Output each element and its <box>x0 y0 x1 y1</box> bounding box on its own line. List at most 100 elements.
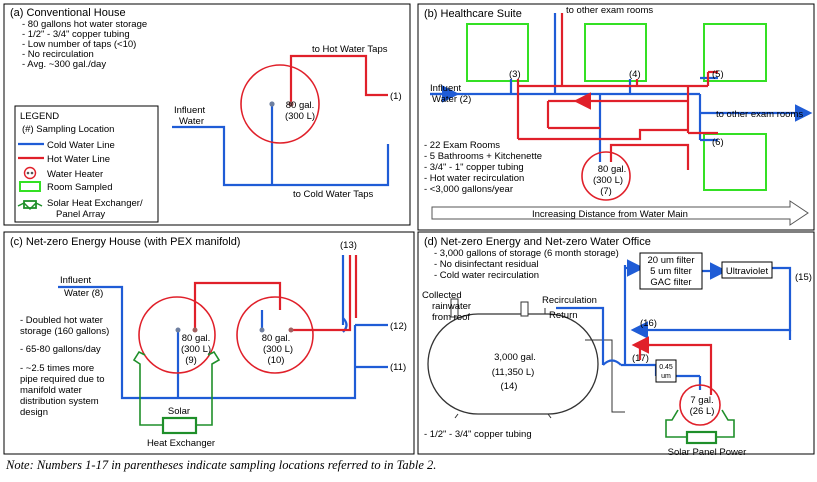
influent-label: Influent <box>60 275 92 286</box>
panel-a-title: (a) Conventional House <box>10 7 126 19</box>
tank-inlet-pipe <box>450 298 459 318</box>
legend-hot: Hot Water Line <box>47 154 110 165</box>
cold-water-line <box>640 266 792 332</box>
cold-water-line <box>58 285 357 400</box>
tank-label: (11,350 L) <box>492 367 535 378</box>
pipe-crossover <box>602 359 622 366</box>
heater-label: (9) <box>185 355 197 366</box>
tubing-label: - 1/2" - 3/4" copper tubing <box>424 429 532 440</box>
to-other-rooms-top: to other exam rooms <box>566 5 653 16</box>
uv-unit <box>721 261 773 279</box>
panel-d-title: (d) Net-zero Energy and Net-zero Water O… <box>424 236 651 248</box>
sampling-location-17: (17) <box>632 353 649 364</box>
solar-loop <box>665 409 687 438</box>
filter-label: 20 um filter <box>648 255 695 266</box>
sampling-location-3: (3) <box>509 69 521 80</box>
legend-heater-dot <box>26 171 30 175</box>
heater-label: 7 gal. <box>690 395 713 406</box>
panel-c-bullet: pipe required due to <box>20 374 105 385</box>
legend-heater-dot <box>30 171 34 175</box>
panel-a-bullet: - Low number of taps (<10) <box>22 39 136 50</box>
heater-label: (300 L) <box>593 175 623 186</box>
panel-d: (d) Net-zero Energy and Net-zero Water O… <box>417 231 815 458</box>
um-label: um <box>661 373 671 380</box>
figure-note: Note: Numbers 1-17 in parentheses indica… <box>6 458 437 472</box>
heater-label: (7) <box>600 186 612 197</box>
panel-c-bullet: - 65-80 gallons/day <box>20 344 101 355</box>
recirculation-label: Recirculation <box>542 295 597 306</box>
collected-label: from roof <box>432 312 470 323</box>
filter-label: 5 um filter <box>650 266 692 277</box>
collected-label: rainwater <box>432 301 471 312</box>
heater-label: (26 L) <box>690 406 715 417</box>
sampling-location-15: (15) <box>795 272 812 283</box>
heater-hot-outlet <box>288 101 294 107</box>
uv-label: Ultraviolet <box>726 266 769 277</box>
room-sampled <box>703 133 767 191</box>
cold-taps-label: to Cold Water Taps <box>293 189 374 200</box>
cold-water-line <box>172 125 390 187</box>
water-heater <box>679 384 721 426</box>
panel-a-bullet: - 1/2" - 3/4" copper tubing <box>22 29 130 40</box>
cold-water-line <box>621 363 658 376</box>
panel-b-bullet: - Hot water recirculation <box>424 173 524 184</box>
panel-b: (b) Healthcare Suite to other exam rooms <box>417 3 815 231</box>
distance-arrow <box>431 200 809 226</box>
panel-d-bullet: - No disinfectant residual <box>434 259 539 270</box>
heater-label: (300 L) <box>263 344 293 355</box>
hot-water-line <box>635 343 713 395</box>
heater-cold-inlet <box>259 327 265 333</box>
panel-a: (a) Conventional House - 80 gallons hot … <box>3 3 411 226</box>
sampling-location-1: (1) <box>390 91 402 102</box>
tank-foot <box>454 413 459 419</box>
hot-water-line <box>289 54 388 104</box>
legend-room: Room Sampled <box>47 182 112 193</box>
heater-label: (10) <box>268 355 285 366</box>
panel-c-bullet: - Doubled hot water <box>20 315 103 326</box>
sampling-location-16: (16) <box>640 318 657 329</box>
water-heater <box>236 296 314 374</box>
panel-b-bullet: - 22 Exam Rooms <box>424 140 500 151</box>
panel-c-bullet: - ~2.5 times more <box>20 363 94 374</box>
filter-unit <box>639 252 703 290</box>
collected-label: Collected <box>422 290 462 301</box>
hot-water-line <box>600 128 688 141</box>
legend-solar: Panel Array <box>56 209 105 220</box>
water-heater <box>240 64 320 144</box>
sampling-location-6: (6) <box>712 137 724 148</box>
tank-return-pipe <box>520 301 529 317</box>
legend-cold: Cold Water Line <box>47 140 115 151</box>
heater-cold-inlet <box>175 327 181 333</box>
solar-heat-exchanger <box>161 416 198 435</box>
storage-tank <box>427 313 599 415</box>
legend-sampling: (#) Sampling Location <box>22 124 114 135</box>
filter-label: GAC filter <box>650 277 691 288</box>
legend-title: LEGEND <box>20 111 59 122</box>
hot-water-line <box>609 143 690 170</box>
legend-box <box>14 105 159 223</box>
um-filter <box>655 359 677 383</box>
legend-heater-swatch <box>23 166 37 180</box>
panel-b-title: (b) Healthcare Suite <box>424 8 522 20</box>
hot-water-line <box>291 255 352 332</box>
legend-solar: Solar Heat Exchanger/ <box>47 198 143 209</box>
sampling-location-11: (11) <box>390 362 406 373</box>
water-heater <box>581 151 631 201</box>
room-sampled <box>466 23 529 82</box>
solar-panel-label: Solar Panel Power <box>668 447 747 458</box>
sampling-location-12: (12) <box>390 321 407 332</box>
heater-label: (300 L) <box>285 111 315 122</box>
solar-panel-array <box>685 430 718 445</box>
heat-exchanger-label: Heat Exchanger <box>147 438 215 449</box>
solar-label: Solar <box>168 406 190 417</box>
heater-hot-outlet <box>288 327 294 333</box>
legend-solar-box <box>23 200 37 209</box>
influent-label: Water <box>179 116 204 127</box>
heater-label: 80 gal. <box>598 164 627 175</box>
panel-b-bullet: - <3,000 gallons/year <box>424 184 513 195</box>
legend: LEGEND (#) Sampling Location Cold Water … <box>14 105 159 223</box>
heater-label: (300 L) <box>181 344 211 355</box>
sampling-location-5: (5) <box>712 69 724 80</box>
panel-a-border <box>3 3 411 226</box>
tank-foot <box>547 413 552 419</box>
